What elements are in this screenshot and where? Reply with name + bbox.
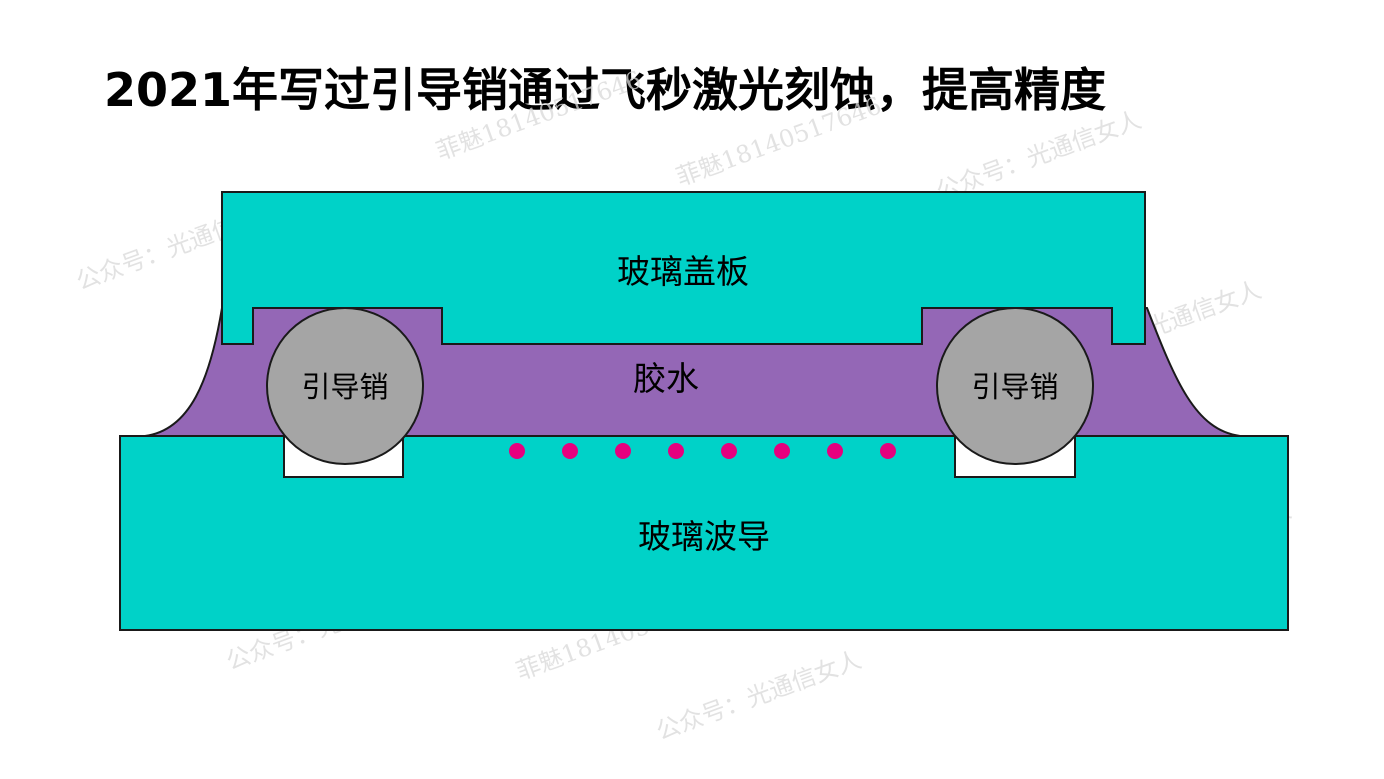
slide-title: 2021年写过引导销通过飞秒激光刻蚀，提高精度: [104, 63, 1107, 117]
glass-cover-plate: [221, 191, 1146, 345]
waveguide-core-dot: [774, 443, 790, 459]
waveguide-core-dot: [509, 443, 525, 459]
glass-waveguide: [119, 435, 1289, 631]
watermark-contact: 菲魅18140517646: [672, 91, 885, 191]
waveguide-core-dot: [880, 443, 896, 459]
label-glue: 胶水: [633, 359, 699, 398]
watermark-contact: 菲魅18140517646: [432, 65, 645, 165]
label-guide-pin-right: 引导销: [971, 370, 1058, 404]
guide-pin-left: [266, 307, 424, 465]
waveguide-core-dot: [827, 443, 843, 459]
waveguide-core-dot: [668, 443, 684, 459]
label-glass-cover: 玻璃盖板: [617, 252, 749, 291]
label-glass-waveguide: 玻璃波导: [638, 517, 770, 556]
guide-pin-right: [936, 307, 1094, 465]
waveguide-core-dots: [509, 443, 896, 459]
waveguide-core-dot: [615, 443, 631, 459]
label-guide-pin-left: 引导销: [301, 370, 388, 404]
waveguide-core-dot: [721, 443, 737, 459]
waveguide-core-dot: [562, 443, 578, 459]
watermark-account: 公众号：光通信女人: [652, 645, 865, 745]
watermark-account: 公众号：光通信女人: [932, 105, 1145, 205]
